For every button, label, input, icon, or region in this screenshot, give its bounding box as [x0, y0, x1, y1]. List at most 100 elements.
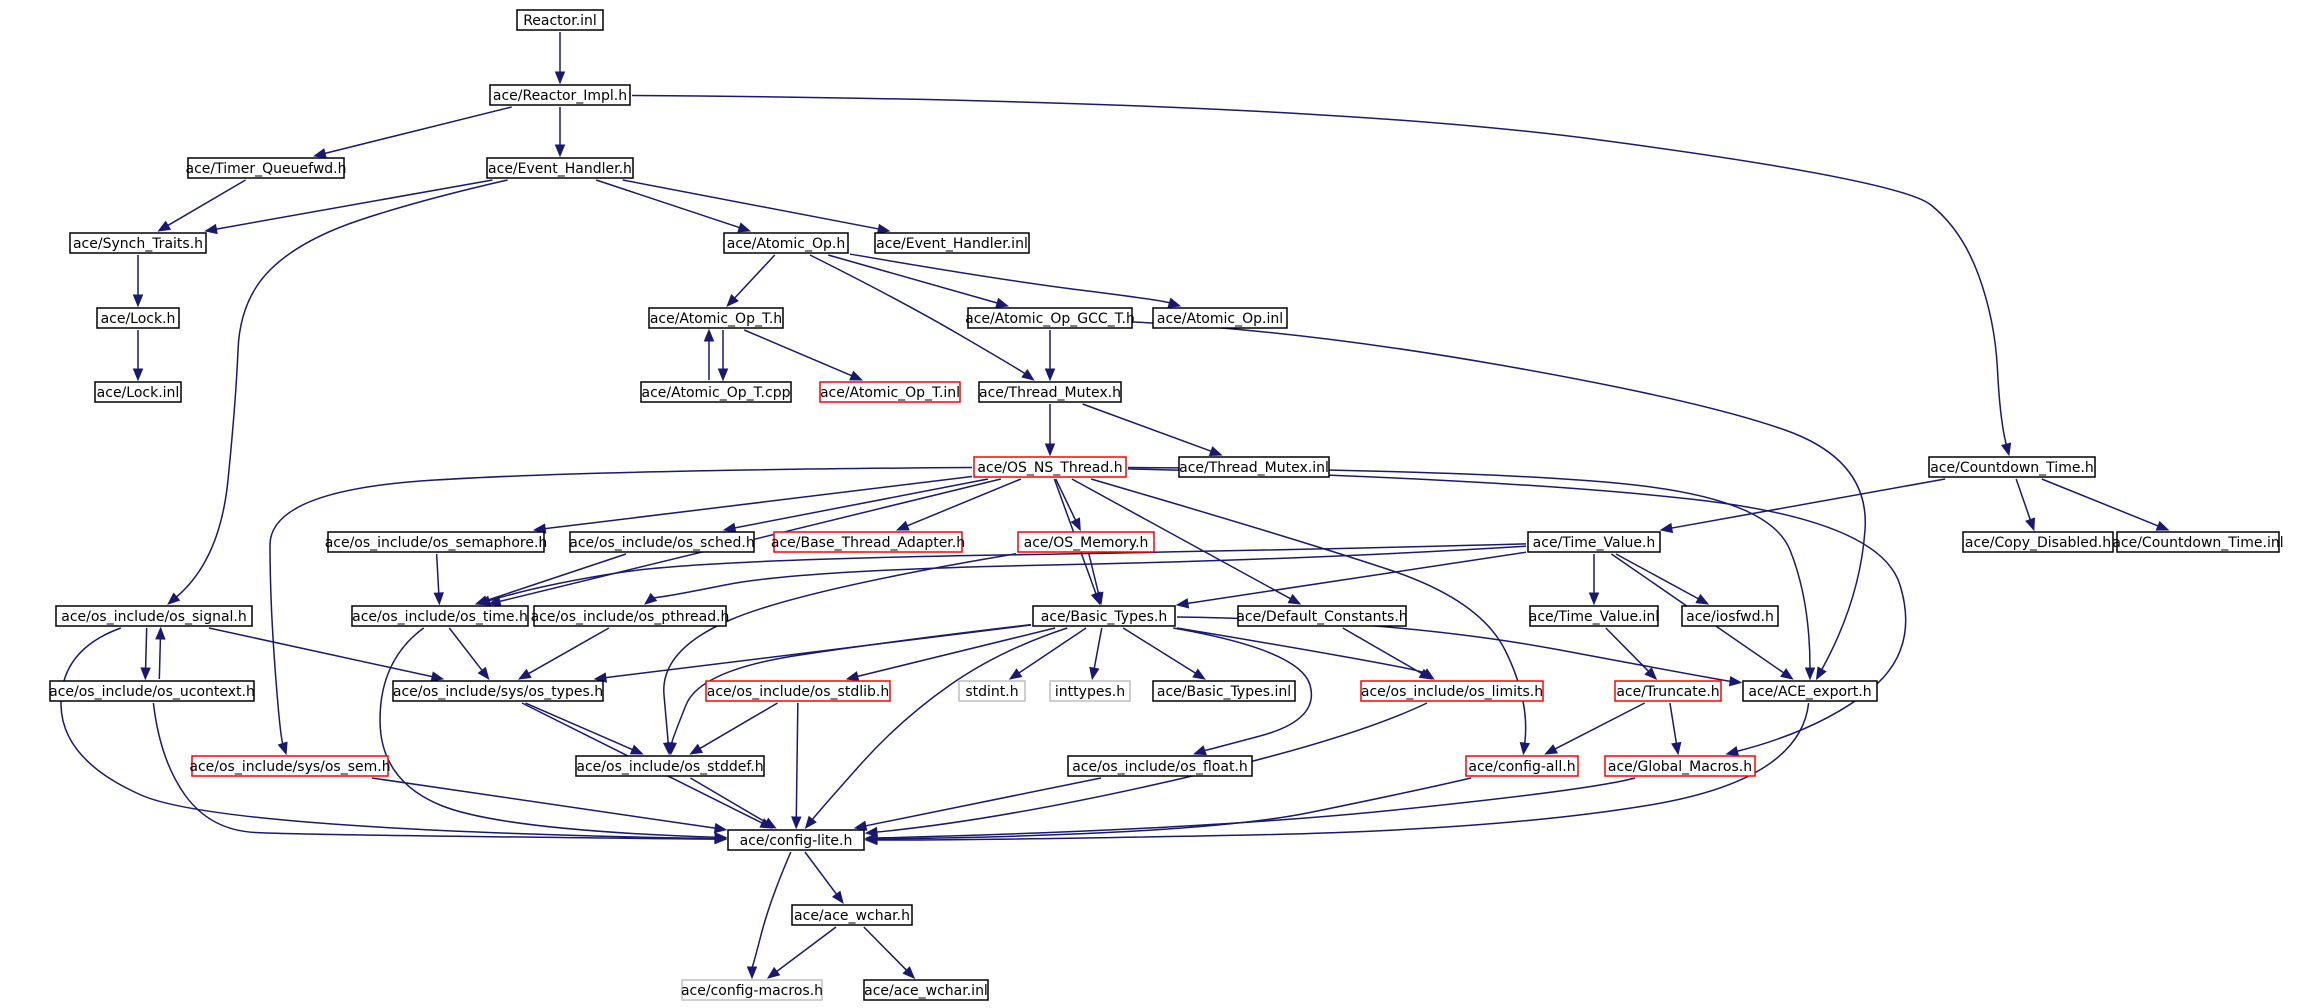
node-atomic-op-gcc-t-h[interactable]: ace/Atomic_Op_GCC_T.h [965, 307, 1135, 329]
edge-line [1554, 702, 1645, 750]
edge-sys-os-types-h-to-os-stddef-h [525, 702, 644, 755]
node-lock-inl[interactable]: ace/Lock.inl [94, 381, 182, 403]
node-basic-types-inl[interactable]: ace/Basic_Types.inl [1152, 680, 1296, 702]
arrow-head [554, 144, 566, 158]
edge-line [795, 702, 799, 818]
edge-line [865, 777, 1102, 827]
node-os-stddef-h[interactable]: ace/os_include/os_stddef.h [575, 755, 765, 777]
node-time-value-h[interactable]: ace/Time_Value.h [1527, 531, 1661, 553]
node-config-all-h[interactable]: ace/config-all.h [1465, 755, 1579, 777]
node-os-pthread-h[interactable]: ace/os_include/os_pthread.h [531, 605, 730, 627]
edge-line [1615, 553, 1699, 600]
edge-line [671, 623, 1032, 744]
node-label: ace/os_include/os_signal.h [61, 609, 247, 625]
node-ace-wchar-h[interactable]: ace/ace_wchar.h [791, 904, 913, 926]
node-os-float-h[interactable]: ace/os_include/os_float.h [1067, 755, 1253, 777]
node-label: ace/Atomic_Op_T.cpp [642, 385, 791, 401]
edge-os-pthread-h-to-sys-os-types-h [517, 627, 610, 680]
node-label: ace/Timer_Queuefwd.h [186, 161, 347, 177]
edge-os-sched-h-to-os-time-h [474, 553, 627, 606]
node-box [1032, 605, 1176, 627]
edge-atomic-op-t-cpp-to-atomic-op-t-h [703, 328, 715, 380]
edge-line [734, 478, 989, 529]
node-atomic-op-t-inl[interactable]: ace/Atomic_Op_T.inl [819, 381, 961, 403]
node-sys-os-sem-h[interactable]: ace/os_include/sys/os_sem.h [189, 755, 391, 777]
node-global-macros-h[interactable]: ace/Global_Macros.h [1604, 755, 1756, 777]
node-truncate-h[interactable]: ace/Truncate.h [1614, 680, 1722, 702]
arrow-head [629, 744, 644, 755]
node-os-sched-h[interactable]: ace/os_include/os_sched.h [569, 531, 755, 553]
node-os-semaphore-h[interactable]: ace/os_include/os_semaphore.h [325, 531, 548, 553]
arrow-head [845, 671, 860, 682]
node-label: ace/Lock.h [101, 311, 176, 327]
edge-line [488, 543, 1527, 602]
node-os-time-h[interactable]: ace/os_include/os_time.h [351, 605, 529, 627]
node-os-memory-h[interactable]: ace/OS_Memory.h [1017, 531, 1155, 553]
edge-line [1082, 403, 1212, 452]
node-synch-traits-h[interactable]: ace/Synch_Traits.h [69, 232, 207, 254]
node-atomic-op-t-cpp[interactable]: ace/Atomic_Op_T.cpp [640, 381, 792, 403]
node-os-ns-thread-h[interactable]: ace/OS_NS_Thread.h [973, 456, 1127, 478]
edge-countdown-time-h-to-copy-disabled-h [2015, 478, 2036, 532]
node-ace-wchar-inl[interactable]: ace/ace_wchar.inl [863, 979, 989, 1001]
node-atomic-op-t-h[interactable]: ace/Atomic_Op_T.h [648, 307, 784, 329]
arrow-head [1815, 666, 1827, 681]
node-os-ucontext-h[interactable]: ace/os_include/os_ucontext.h [49, 680, 255, 702]
node-box [1152, 307, 1288, 329]
node-default-constants-h[interactable]: ace/Default_Constants.h [1236, 605, 1408, 627]
arrow-head [1192, 668, 1206, 680]
edge-line [1088, 553, 1100, 594]
node-basic-types-h[interactable]: ace/Basic_Types.h [1032, 605, 1176, 627]
node-label: ace/Global_Macros.h [1608, 759, 1752, 775]
arrow-head [277, 741, 288, 756]
node-os-signal-h[interactable]: ace/os_include/os_signal.h [55, 605, 253, 627]
node-label: ace/Countdown_Time.h [1930, 460, 2094, 476]
node-reactor-impl-h[interactable]: ace/Reactor_Impl.h [489, 84, 631, 106]
node-box [1465, 755, 1579, 777]
node-countdown-time-h[interactable]: ace/Countdown_Time.h [1928, 456, 2096, 478]
node-countdown-time-inl[interactable]: ace/Countdown_Time.inl [2112, 531, 2284, 553]
node-time-value-inl[interactable]: ace/Time_Value.inl [1529, 605, 1659, 627]
node-sys-os-types-h[interactable]: ace/os_include/sys/os_types.h [392, 680, 604, 702]
node-ace-export-h[interactable]: ace/ACE_export.h [1742, 680, 1878, 702]
node-label: inttypes.h [1055, 684, 1125, 700]
edge-global-macros-h-to-config-lite-h [864, 777, 1636, 844]
edge-line [876, 777, 1472, 840]
edge-os-ns-thread-h-to-sys-os-sem-h [269, 466, 973, 756]
edge-basic-types-h-to-os-float-h [1173, 627, 1313, 756]
node-box [489, 84, 631, 106]
node-box [533, 605, 727, 627]
node-label: ace/Event_Handler.inl [876, 236, 1028, 252]
node-iosfwd-h[interactable]: ace/iosfwd.h [1681, 605, 1779, 627]
arrow-head [477, 666, 490, 681]
node-label: ace/ACE_export.h [1748, 684, 1871, 700]
node-event-handler-h[interactable]: ace/Event_Handler.h [486, 157, 634, 179]
node-base-thread-adapter-h[interactable]: ace/Base_Thread_Adapter.h [771, 531, 965, 553]
node-thread-mutex-h[interactable]: ace/Thread_Mutex.h [978, 381, 1122, 403]
node-box [1742, 680, 1878, 702]
node-box [727, 829, 865, 851]
node-os-stdlib-h[interactable]: ace/os_include/os_stdlib.h [705, 680, 891, 702]
node-event-handler-inl[interactable]: ace/Event_Handler.inl [874, 232, 1030, 254]
edge-line [699, 702, 778, 750]
node-atomic-op-h[interactable]: ace/Atomic_Op.h [723, 232, 849, 254]
node-os-limits-h[interactable]: ace/os_include/os_limits.h [1360, 680, 1544, 702]
node-label: ace/Synch_Traits.h [73, 236, 203, 252]
edge-basic-types-h-to-os-stdlib-h [845, 627, 1056, 682]
node-atomic-op-inl[interactable]: ace/Atomic_Op.inl [1152, 307, 1288, 329]
arrow-head [643, 592, 658, 605]
node-box [516, 9, 604, 31]
node-box [187, 157, 345, 179]
edge-os-ns-thread-h-to-os-sched-h [722, 478, 989, 533]
edge-os-float-h-to-config-lite-h [853, 777, 1102, 831]
node-timer-queuefwd-h[interactable]: ace/Timer_Queuefwd.h [186, 157, 347, 179]
edge-config-lite-h-to-config-macros-h [746, 851, 792, 980]
node-lock-h[interactable]: ace/Lock.h [96, 307, 180, 329]
node-thread-mutex-inl[interactable]: ace/Thread_Mutex.inl [1178, 456, 1330, 478]
node-copy-disabled-h[interactable]: ace/Copy_Disabled.h [1962, 531, 2114, 553]
arrow-head [1167, 297, 1182, 308]
arrow-head [487, 596, 502, 607]
arrow-head [1175, 598, 1190, 609]
node-config-lite-h[interactable]: ace/config-lite.h [727, 829, 865, 851]
arrow-head [864, 832, 878, 844]
